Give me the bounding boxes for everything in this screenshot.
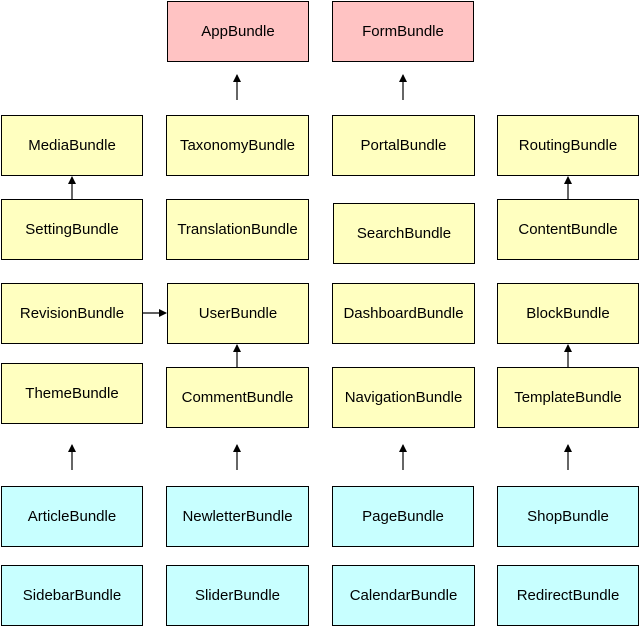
theme-bundle-node: ThemeBundle bbox=[1, 363, 143, 424]
setting-bundle-node: SettingBundle bbox=[1, 199, 143, 260]
revision-bundle-node: RevisionBundle bbox=[1, 283, 143, 344]
newletter-bundle-node: NewletterBundle bbox=[166, 486, 309, 547]
shop-bundle-node: ShopBundle bbox=[497, 486, 639, 547]
navigation-bundle-node: NavigationBundle bbox=[332, 367, 475, 428]
app-bundle-node: AppBundle bbox=[167, 1, 309, 62]
template-bundle-node: TemplateBundle bbox=[497, 367, 639, 428]
content-bundle-node: ContentBundle bbox=[497, 199, 639, 260]
comment-bundle-node: CommentBundle bbox=[166, 367, 309, 428]
portal-bundle-node: PortalBundle bbox=[332, 115, 475, 176]
taxonomy-bundle-node: TaxonomyBundle bbox=[166, 115, 309, 176]
translation-bundle-node: TranslationBundle bbox=[166, 199, 309, 260]
block-bundle-node: BlockBundle bbox=[497, 283, 639, 344]
article-bundle-node: ArticleBundle bbox=[1, 486, 143, 547]
redirect-bundle-node: RedirectBundle bbox=[497, 565, 639, 626]
form-bundle-node: FormBundle bbox=[332, 1, 474, 62]
routing-bundle-node: RoutingBundle bbox=[497, 115, 639, 176]
user-bundle-node: UserBundle bbox=[167, 283, 309, 344]
sidebar-bundle-node: SidebarBundle bbox=[1, 565, 143, 626]
media-bundle-node: MediaBundle bbox=[1, 115, 143, 176]
dashboard-bundle-node: DashboardBundle bbox=[332, 283, 475, 344]
calendar-bundle-node: CalendarBundle bbox=[332, 565, 475, 626]
search-bundle-node: SearchBundle bbox=[333, 203, 475, 264]
page-bundle-node: PageBundle bbox=[332, 486, 474, 547]
slider-bundle-node: SliderBundle bbox=[166, 565, 309, 626]
